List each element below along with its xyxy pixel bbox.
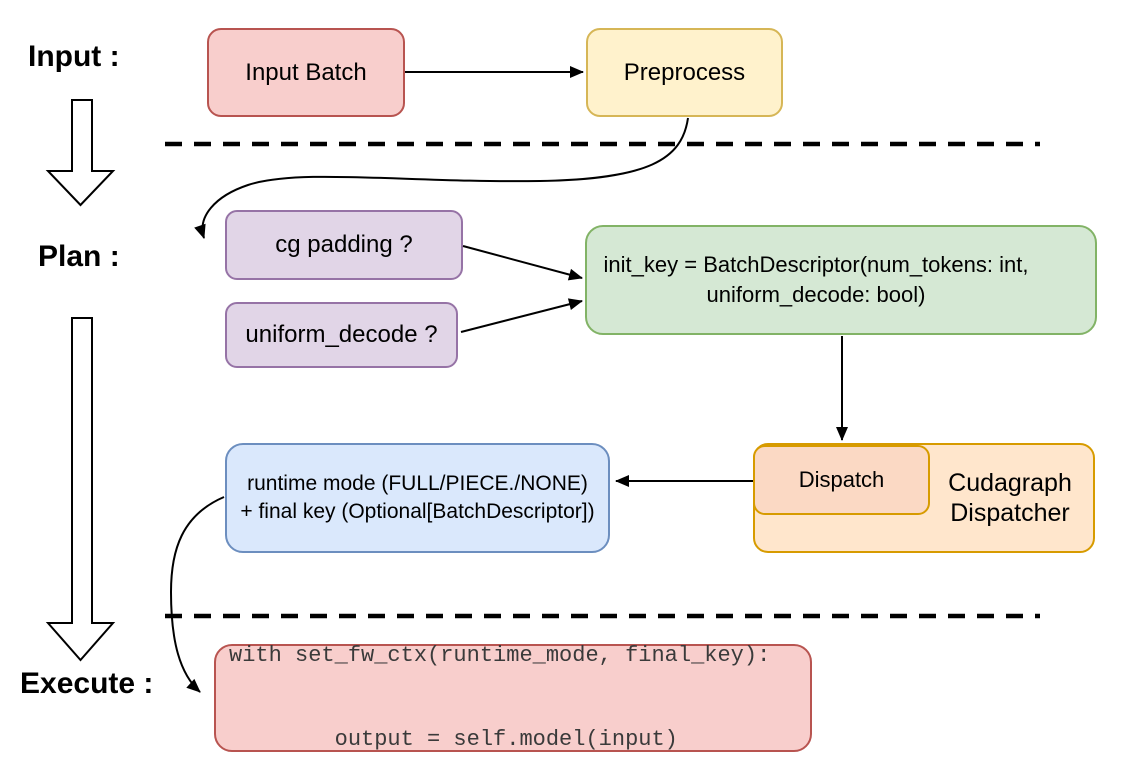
node-uniform-decode: uniform_decode ?	[225, 302, 458, 368]
node-runtime-line1: runtime mode (FULL/PIECE./NONE)	[247, 472, 588, 495]
node-preprocess-label: Preprocess	[623, 58, 746, 86]
node-init-key: init_key = BatchDescriptor(num_tokens: i…	[585, 225, 1097, 335]
arrow-cgpadding-to-initkey	[462, 245, 583, 281]
node-runtime-result: runtime mode (FULL/PIECE./NONE) + final …	[225, 443, 610, 553]
block-arrow-plan-to-execute	[45, 317, 116, 662]
cudagraph-dispatcher-line2: Dispatcher	[950, 499, 1070, 527]
node-uniform-decode-label: uniform_decode ?	[245, 321, 438, 348]
node-dispatch-label: Dispatch	[798, 467, 885, 492]
node-dispatch: Dispatch	[753, 445, 930, 515]
node-input-batch: Input Batch	[207, 28, 405, 117]
cudagraph-dispatcher-line1: Cudagraph	[948, 469, 1072, 497]
arrow-uniformdecode-to-initkey	[460, 298, 583, 333]
node-execute-code: with set_fw_ctx(runtime_mode, final_key)…	[214, 643, 812, 752]
node-cg-padding: cg padding ?	[225, 210, 463, 280]
cudagraph-dispatcher-label: Cudagraph Dispatcher	[930, 468, 1090, 528]
code-line1: with set_fw_ctx(runtime_mode, final_key)…	[229, 643, 771, 668]
node-cg-padding-label: cg padding ?	[275, 231, 413, 258]
node-runtime-line2: + final key (Optional[BatchDescriptor])	[240, 500, 595, 523]
block-arrow-input-to-plan	[45, 99, 116, 207]
node-init-key-line2: uniform_decode: bool)	[706, 282, 926, 307]
stage-label-execute: Execute :	[20, 667, 154, 700]
stage-label-plan: Plan :	[38, 240, 120, 273]
stage-label-input: Input :	[28, 40, 120, 73]
node-preprocess: Preprocess	[586, 28, 783, 117]
node-input-batch-label: Input Batch	[245, 58, 367, 86]
code-line2: output = self.model(input)	[229, 727, 678, 752]
node-init-key-line1: init_key = BatchDescriptor(num_tokens: i…	[603, 252, 1029, 277]
